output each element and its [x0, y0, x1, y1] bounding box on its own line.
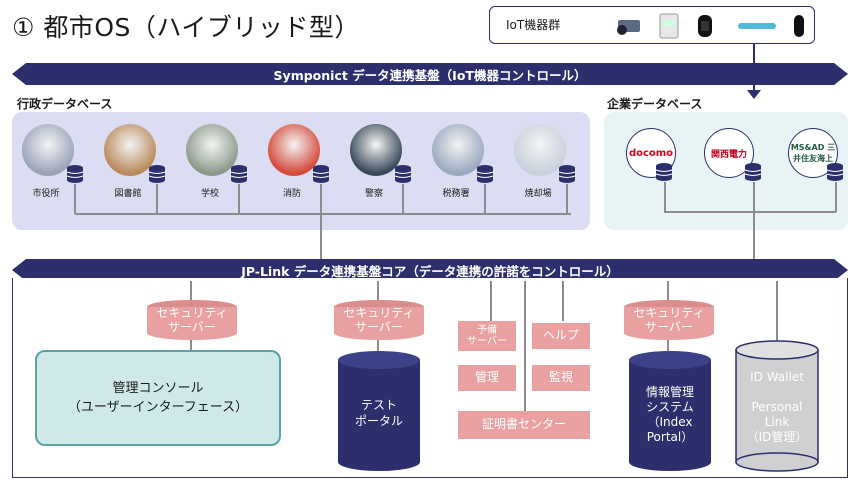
corp-line	[664, 182, 666, 212]
stick-icon	[738, 23, 776, 29]
iot-group-label: IoT機器群	[506, 18, 561, 32]
database-icon	[558, 165, 576, 183]
test-portal-cylinder	[338, 351, 420, 471]
info-system-label: 情報管理 システム （Index Portal）	[645, 385, 694, 444]
gov-photo-2	[104, 124, 156, 176]
id-wallet-cylinder	[735, 340, 819, 472]
gov-item-label: 学校	[200, 189, 219, 199]
gov-connector	[566, 184, 568, 214]
gov-connector	[74, 184, 76, 214]
cert-line	[524, 281, 526, 411]
corp-line	[835, 182, 837, 212]
gov-item-label: 焼却場	[524, 189, 552, 199]
gov-connector	[238, 184, 240, 214]
gov-photo-7	[514, 124, 566, 176]
gov-photo-5	[350, 124, 402, 176]
yobi-server-box: 予備 サーバー	[458, 321, 516, 351]
info-system-cylinder	[629, 351, 711, 471]
gov-connector	[320, 184, 322, 214]
kanshi-box: 監視	[532, 365, 590, 391]
database-icon	[230, 165, 248, 183]
gov-item-label: 市役所	[32, 189, 60, 199]
security-server-label: セキュリティ サーバー	[343, 306, 415, 334]
wallet-line	[776, 281, 778, 341]
gov-photo-1	[22, 124, 74, 176]
symponict-band-label: Symponict データ連携基盤（IoT機器コントロール）	[273, 67, 587, 83]
database-icon	[744, 163, 762, 181]
console-title: 管理コンソール	[112, 380, 204, 396]
database-icon	[476, 165, 494, 183]
page-title: ① 都市OS（ハイブリッド型）	[12, 13, 360, 42]
database-icon	[148, 165, 166, 183]
gov-item-label: 警察	[364, 189, 383, 199]
gov-photo-4	[268, 124, 320, 176]
database-icon	[66, 165, 84, 183]
gov-item-label: 消防	[282, 189, 301, 199]
iot-connector	[753, 44, 755, 94]
yobi-line	[490, 281, 492, 321]
help-box: ヘルプ	[532, 323, 590, 349]
gov-connector	[402, 184, 404, 214]
console-subtitle: （ユーザーインターフェース）	[67, 400, 249, 415]
database-icon	[312, 165, 330, 183]
security-server-label: セキュリティ サーバー	[633, 306, 705, 334]
gov-connector	[484, 184, 486, 214]
test-portal-label: テスト ポータル	[354, 398, 403, 428]
msad-logo: MS&AD 三井住友海上	[788, 128, 838, 178]
security-server-2	[334, 300, 424, 340]
management-console: 管理コンソール （ユーザーインターフェース）	[35, 350, 281, 446]
gov-item-label: 図書館	[114, 189, 142, 199]
security-server-3	[624, 300, 714, 340]
kanri-box: 管理	[458, 365, 516, 391]
gov-photo-6	[432, 124, 484, 176]
iot-device-icons	[617, 13, 804, 39]
camera-icon	[617, 20, 640, 35]
arrow-down-icon	[747, 90, 761, 99]
gov-trunk-line	[320, 213, 322, 259]
gov-item-label: 税務署	[442, 189, 470, 199]
cert-center-box: 証明書センター	[458, 411, 590, 439]
help-line	[562, 281, 564, 321]
security-server-label: セキュリティ サーバー	[156, 306, 228, 334]
jp-link-band: JP-Link データ連携基盤コア（データ連携の許諾をコントロール）	[12, 259, 848, 281]
corp-trunk-line	[753, 182, 755, 260]
gov-bus-line	[75, 213, 571, 215]
meter-icon	[659, 13, 679, 39]
security-server-1	[147, 300, 237, 340]
symponict-band: Symponict データ連携基盤（IoT機器コントロール）	[12, 63, 848, 85]
jp-link-band-label: JP-Link データ連携基盤コア（データ連携の許諾をコントロール）	[241, 263, 619, 279]
id-wallet-label: ID Wallet Personal Link （ID管理）	[746, 370, 808, 444]
database-icon	[826, 163, 844, 181]
database-icon	[394, 165, 412, 183]
corp-db-label: 企業データベース	[607, 97, 703, 111]
corp-bus-line	[664, 211, 836, 213]
gov-db-label: 行政データベース	[17, 97, 113, 111]
gov-photo-3	[186, 124, 238, 176]
gov-connector	[156, 184, 158, 214]
band-icon	[698, 15, 712, 37]
tag-icon	[794, 15, 804, 37]
database-icon	[655, 163, 673, 181]
